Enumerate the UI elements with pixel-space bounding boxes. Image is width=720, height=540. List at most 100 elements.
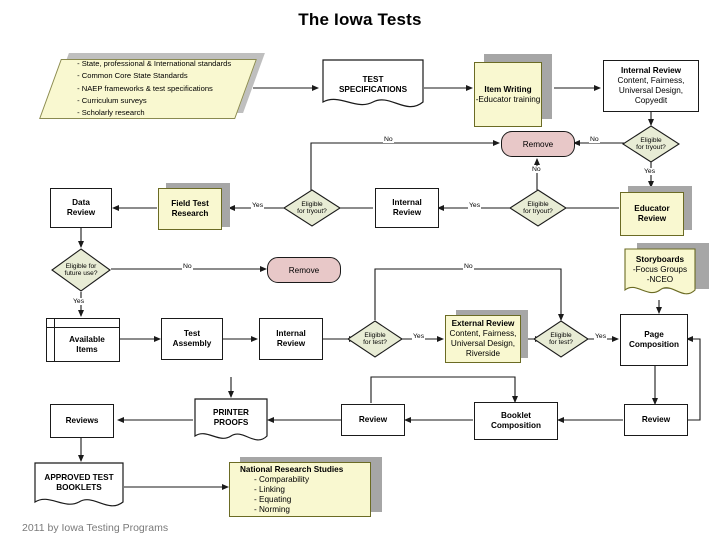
internal-review-top-head: Internal Review — [620, 66, 682, 75]
standards-line-5: - Scholarly research — [76, 108, 145, 118]
internal-review-3-node: Internal Review — [259, 318, 323, 360]
printer-proofs-line-1: PRINTER — [213, 408, 249, 417]
external-review-line-3: Riverside — [465, 349, 501, 358]
approved-test-booklets-line-1: APPROVED TEST — [44, 473, 114, 482]
booklet-composition-line-2: Composition — [490, 421, 542, 430]
review-right-node: Review — [624, 404, 688, 436]
eligible-test-1-line-2: for test? — [363, 339, 387, 346]
eligible-for-test-1-decision: Eligible for test? — [347, 320, 403, 358]
external-review-line-2: Universal Design, — [450, 339, 516, 348]
internal-review-3-line-1: Internal — [276, 329, 306, 338]
national-research-studies-line-4: - Norming — [254, 504, 290, 514]
eligible-tryout-3-line-1: Eligible — [301, 200, 323, 208]
available-items-node: Available Items — [46, 318, 120, 362]
internal-review-3-line-2: Review — [276, 339, 306, 348]
test-specifications-line-2: SPECIFICATIONS — [338, 85, 408, 94]
external-review-head: External Review — [451, 319, 515, 328]
storyboards-line-1: -Focus Groups — [632, 265, 688, 274]
field-test-research-line-1: Field Test — [171, 199, 209, 208]
review-mid-label: Review — [358, 415, 388, 424]
edge-label-no-future-use: No — [182, 263, 193, 270]
educator-review-line-1: Educator — [634, 204, 670, 213]
available-items-line-1: Available — [69, 334, 105, 344]
storyboards-head: Storyboards — [635, 255, 685, 264]
internal-review-top-node: Internal Review Content, Fairness, Unive… — [603, 60, 699, 112]
edge-label-yes-test-2: Yes — [594, 333, 608, 340]
internal-review-top-line-3: Copyedit — [634, 96, 668, 105]
edge-label-yes-test-1: Yes — [412, 333, 426, 340]
eligible-future-use-line-2: future use? — [64, 270, 98, 277]
page-composition-line-2: Composition — [628, 340, 680, 349]
remove-mid-label: Remove — [288, 265, 320, 275]
printer-proofs-line-2: PROOFS — [213, 418, 249, 427]
eligible-for-future-use-decision: Eligible for future use? — [51, 248, 111, 292]
test-specifications-line-1: TEST — [362, 75, 384, 84]
field-test-research-line-2: Research — [171, 209, 209, 218]
data-review-node: Data Review — [50, 188, 112, 228]
approved-test-booklets-node: APPROVED TEST BOOKLETS — [34, 462, 124, 512]
review-right-label: Review — [641, 415, 671, 424]
field-test-research-node: Field Test Research — [158, 188, 222, 230]
test-assembly-node: Test Assembly — [161, 318, 223, 360]
eligible-for-test-2-decision: Eligible for test? — [533, 320, 589, 358]
national-research-studies-node: National Research Studies - Comparabilit… — [229, 462, 371, 517]
eligible-tryout-1-line-1: Eligible — [640, 136, 662, 144]
booklet-composition-node: Booklet Composition — [474, 402, 558, 440]
edge-label-no-3: No — [383, 136, 394, 143]
national-research-studies-line-1: - Comparability — [254, 474, 310, 484]
national-research-studies-line-2: - Linking — [254, 484, 285, 494]
edge-label-yes-1: Yes — [643, 168, 657, 175]
available-items-divider-horizontal — [47, 327, 119, 328]
eligible-test-2-line-2: for test? — [549, 339, 573, 346]
eligible-for-tryout-1-decision: Eligible for tryout? — [622, 125, 680, 163]
edge-label-yes-2: Yes — [468, 202, 482, 209]
test-assembly-line-2: Assembly — [172, 339, 212, 348]
edge-label-no-2: No — [531, 166, 542, 173]
eligible-test-1-line-1: Eligible — [364, 331, 386, 339]
national-research-studies-head: National Research Studies — [240, 464, 344, 474]
booklet-composition-line-1: Booklet — [500, 411, 532, 420]
national-research-studies-line-3: - Equating — [254, 494, 292, 504]
external-review-node: External Review Content, Fairness, Unive… — [445, 315, 521, 363]
educator-review-line-2: Review — [637, 214, 667, 223]
page-composition-node: Page Composition — [620, 314, 688, 366]
page-title: The Iowa Tests — [298, 10, 422, 29]
remove-mid-node: Remove — [267, 257, 341, 283]
eligible-tryout-2-line-2: for tryout? — [523, 208, 553, 215]
remove-top-node: Remove — [501, 131, 575, 157]
storyboards-line-2: -NCEO — [646, 275, 674, 284]
approved-test-booklets-line-2: BOOKLETS — [56, 483, 102, 492]
external-review-line-1: Content, Fairness, — [449, 329, 517, 338]
standards-line-1: - State, professional & International st… — [76, 59, 232, 69]
item-writing-head: Item Writing — [484, 84, 532, 94]
internal-review-2-line-1: Internal — [392, 198, 422, 207]
standards-line-3: - NAEP frameworks & test specifications — [76, 83, 213, 93]
remove-top-label: Remove — [522, 139, 554, 149]
edge-label-no-1: No — [589, 136, 600, 143]
standards-line-4: - Curriculum surveys — [76, 96, 147, 106]
edge-label-yes-future-use: Yes — [72, 298, 86, 305]
eligible-for-tryout-3-decision: Eligible for tryout? — [283, 189, 341, 227]
storyboards-node: Storyboards -Focus Groups -NCEO — [624, 248, 696, 300]
internal-review-top-line-1: Content, Fairness, — [617, 76, 685, 85]
edge-label-no-test: No — [463, 263, 474, 270]
eligible-for-tryout-2-decision: Eligible for tryout? — [509, 189, 567, 227]
page-composition-line-1: Page — [644, 330, 664, 339]
standards-line-2: - Common Core State Standards — [76, 71, 188, 81]
item-writing-node: Item Writing -Educator training — [474, 62, 542, 127]
review-mid-node: Review — [341, 404, 405, 436]
edge-label-yes-3: Yes — [251, 202, 265, 209]
test-assembly-line-1: Test — [183, 329, 201, 338]
test-specifications-node: TEST SPECIFICATIONS — [322, 59, 424, 111]
internal-review-2-line-2: Review — [392, 208, 422, 217]
copyright-footer: 2011 by Iowa Testing Programs — [22, 522, 169, 534]
eligible-tryout-1-line-2: for tryout? — [636, 144, 666, 151]
eligible-future-use-line-1: Eligible for — [65, 262, 97, 270]
eligible-tryout-2-line-1: Eligible — [527, 200, 549, 208]
available-items-divider-vertical — [54, 319, 55, 361]
eligible-tryout-3-line-2: for tryout? — [297, 208, 327, 215]
data-review-line-1: Data — [72, 198, 90, 207]
reviews-left-label: Reviews — [65, 416, 99, 425]
educator-review-node: Educator Review — [620, 192, 684, 236]
reviews-left-node: Reviews — [50, 404, 114, 438]
